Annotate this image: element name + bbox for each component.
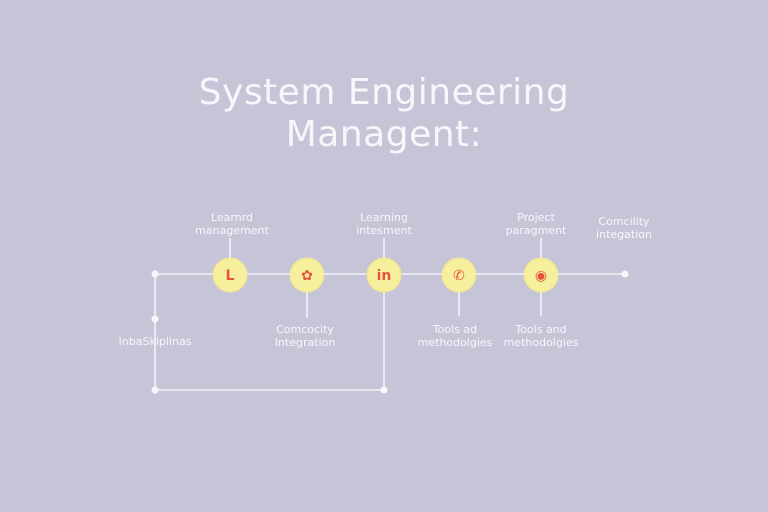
endpoints — [151, 270, 629, 394]
phone-icon: ✆ — [453, 268, 465, 284]
n2-label-bottom-2: Integration — [275, 336, 336, 349]
end-label-1: Comcility — [598, 215, 650, 228]
node-4-circle — [441, 257, 477, 293]
node-linkedin: in — [366, 257, 402, 293]
end-dot — [621, 270, 629, 278]
node-2-circle — [289, 257, 325, 293]
n3-label-top-2: intesment — [356, 224, 412, 237]
target-icon: ◉ — [535, 268, 547, 284]
end-label-2: integation — [596, 228, 652, 241]
node-3-circle — [366, 257, 402, 293]
n5-label-top-2: paragment — [506, 224, 567, 237]
gear-icon: ✿ — [301, 268, 313, 284]
bottom-left-dot — [151, 386, 159, 394]
n2-label-bottom-1: Comcocity — [276, 323, 334, 336]
linkedin-icon: in — [377, 268, 392, 284]
node-5-circle — [523, 257, 559, 293]
node-phone: ✆ — [441, 257, 477, 293]
n5-label-top-1: Project — [517, 211, 555, 224]
diagram-title: System Engineering Managent: — [0, 72, 768, 156]
start-dot — [151, 270, 159, 278]
n1-label-top-1: Learnrd — [211, 211, 253, 224]
chart-icon: L — [226, 268, 235, 284]
n4-label-bottom-2: methodolgies — [418, 336, 493, 349]
bottom-center-dot — [380, 386, 388, 394]
n5-label-bottom-2: methodolgies — [504, 336, 579, 349]
left-label: InbaSkiplinas — [119, 335, 192, 348]
node-gear: ✿ — [289, 257, 325, 293]
n1-label-top-2: management — [195, 224, 269, 237]
node-chart: L — [212, 257, 248, 293]
title-line-2: Managent: — [285, 114, 483, 155]
n5-label-bottom-1: Tools and — [514, 323, 566, 336]
title-line-1: System Engineering — [198, 72, 570, 113]
n4-label-bottom-1: Tools ad — [432, 323, 477, 336]
node-target: ◉ — [523, 257, 559, 293]
n3-label-top-1: Learning — [360, 211, 408, 224]
left-mid-dot — [151, 315, 159, 323]
node-1-circle — [212, 257, 248, 293]
